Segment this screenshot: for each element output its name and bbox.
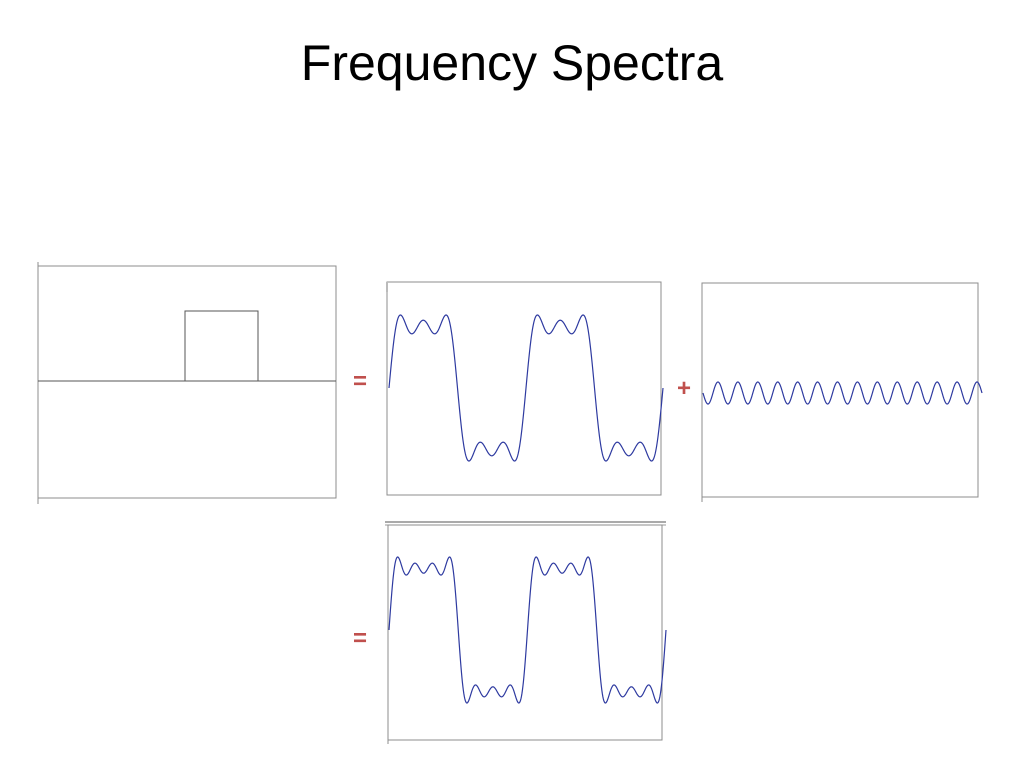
square-pulse-curve xyxy=(184,310,259,381)
square-pulse-panel xyxy=(37,262,337,504)
harmonic-wave xyxy=(702,381,983,405)
sum-panel xyxy=(385,521,667,744)
plus-operator: + xyxy=(677,375,691,402)
harmonic-panel xyxy=(701,282,983,502)
panel-frame xyxy=(386,281,662,496)
panel-frame xyxy=(387,524,663,741)
panel-frame xyxy=(701,282,979,498)
partial-sum-wave xyxy=(388,314,664,462)
page-title: Frequency Spectra xyxy=(300,35,724,91)
panel-frame xyxy=(37,265,337,499)
partial-sum-panel xyxy=(386,281,664,496)
sum-wave xyxy=(388,556,667,704)
equals-operator: = xyxy=(353,625,367,652)
equals-operator: = xyxy=(353,368,367,395)
